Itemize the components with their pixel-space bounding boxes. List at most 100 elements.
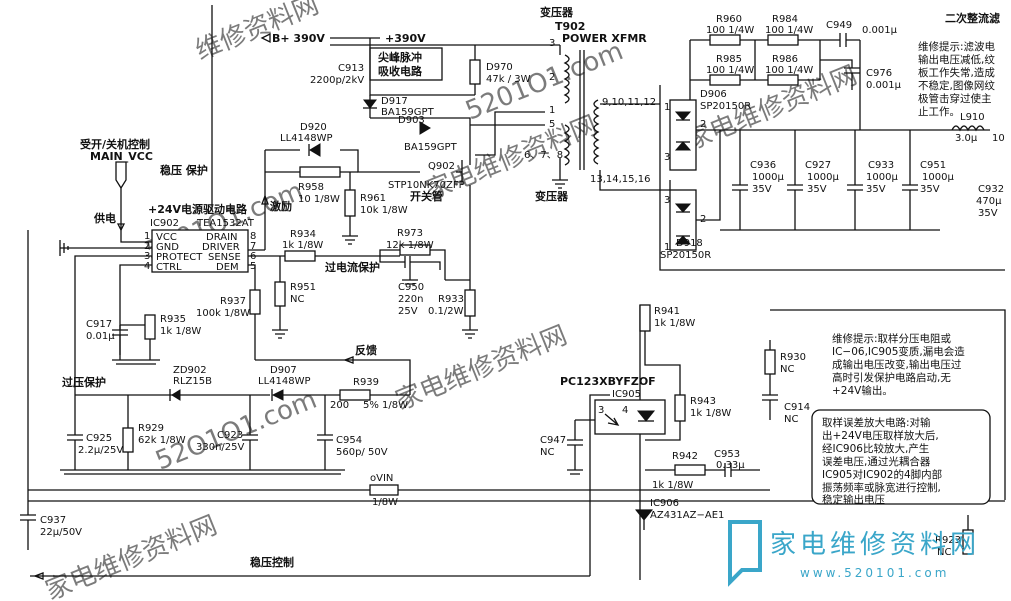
tip3-line: 取样误差放大电路:对输: [822, 416, 931, 429]
ic902-pin-protect: PROTECT: [156, 252, 203, 263]
snubber-label-1: 尖峰脉冲: [378, 50, 422, 64]
r937-ref: R937: [220, 296, 246, 307]
r930-value: NC: [780, 364, 794, 375]
ic902-part: TEA1532AT: [196, 218, 255, 229]
c953-ref: C953: [714, 449, 740, 460]
d918-value: SP20150R: [660, 250, 711, 261]
r937-value: 100k 1/8W: [196, 308, 250, 319]
pin-label: 3: [664, 195, 670, 206]
c933-value-2: 35V: [866, 184, 886, 195]
r941-ref: R941: [654, 306, 680, 317]
feedback-section: R941 1k 1/8W R943 1k 1/8W PC123XBYFZOF I…: [540, 304, 991, 558]
zd902-value: RLZ15B: [173, 376, 212, 387]
d970-value: 47k / 3W: [486, 74, 531, 85]
c933-ref: C933: [868, 160, 894, 171]
watermark: 家电维修资料网: [391, 320, 571, 416]
d970-ref: D970: [486, 62, 513, 73]
q902-value: STP10NK70ZFP: [388, 180, 465, 191]
d918-ref: D918: [676, 238, 703, 249]
site-logo: 家电维修资料网 www.520101.com: [728, 520, 980, 587]
d903-value: BA159GPT: [404, 142, 458, 153]
c913-ref: C913: [338, 63, 364, 74]
r934-resistor: [284, 250, 316, 262]
ic906-ref: IC906: [650, 498, 679, 509]
r942-value: 1k 1/8W: [652, 480, 693, 491]
r960-resistor: [709, 34, 741, 46]
c950-value-2: 25V: [398, 306, 418, 317]
ic902-pin-gnd: GND: [156, 242, 179, 253]
pin-label: 8: [250, 231, 256, 242]
tip3-line: 振荡频率或脉宽进行控制,: [822, 481, 941, 494]
r930-resistor: [764, 349, 776, 375]
overcurrent-label: 过电流保护: [325, 260, 380, 274]
logo-text: 家电维修资料网: [770, 530, 980, 560]
ic902-pin-ctrl: CTRL: [156, 262, 182, 273]
r958-ref: R958: [298, 182, 324, 193]
r929-value: 62k 1/8W: [138, 435, 186, 446]
watermark: 家电维修资料网: [41, 510, 221, 601]
overvoltage-label: 过压保护: [62, 375, 106, 389]
r985-value: 100 1/4W: [706, 65, 754, 76]
ic902-chip: [151, 229, 249, 273]
r933-resistor: [464, 289, 476, 317]
xfmr-label-1: 变压器: [540, 5, 574, 19]
r985-ref: R985: [716, 54, 742, 65]
c932-value-2: 35V: [978, 208, 998, 219]
r939-value-1: 200: [330, 400, 349, 411]
stab-control-label: 稳压控制: [250, 555, 294, 569]
ic902-pin-vcc: VCC: [156, 232, 177, 243]
r934-ref: R934: [290, 229, 316, 240]
d907-value: LL4148WP: [258, 376, 311, 387]
c947-ref: C947: [540, 435, 566, 446]
supply-label: 供电: [93, 211, 116, 225]
c947-value: NC: [540, 447, 554, 458]
d906-ref: D906: [700, 89, 727, 100]
pin-label: 2: [144, 241, 150, 252]
r986-ref: R986: [772, 54, 798, 65]
r951-resistor: [274, 281, 286, 307]
r943-value: 1k 1/8W: [690, 408, 731, 419]
r930-ref: R930: [780, 352, 806, 363]
r984-value: 100 1/4W: [765, 25, 813, 36]
c933-value-1: 1000μ: [866, 172, 898, 183]
plus390-label: +390V: [385, 32, 426, 45]
zd902-ref: ZD902: [173, 365, 207, 376]
tip3-line: 稳定输出电压: [822, 493, 885, 506]
c927-value-2: 35V: [807, 184, 827, 195]
c923-ref: C923: [217, 430, 243, 441]
snubber-block: [369, 47, 443, 81]
r984-resistor: [767, 34, 799, 46]
c914-ref: C914: [784, 402, 810, 413]
drive-circuit-label: +24V电源驱动电路: [148, 202, 248, 216]
r934-value: 1k 1/8W: [282, 240, 323, 251]
tip2-line: 成输出电压改变,输出电压过: [832, 358, 962, 371]
r941-value: 1k 1/8W: [654, 318, 695, 329]
r923-ref: R923: [935, 535, 961, 546]
r939-resistor: [339, 389, 371, 401]
pc-ref: PC123XBYFZOF: [560, 375, 656, 388]
pin-label: 5: [250, 261, 256, 272]
r939-ref: R939: [353, 377, 379, 388]
feedback-label: 反馈: [355, 343, 377, 357]
tip3-line: 经IC906比较放大,产生: [822, 442, 929, 455]
r942-ref: R942: [672, 451, 698, 462]
tip1-line: 板工作失常,造成: [918, 66, 995, 79]
ic902-pin-dem: DEM: [216, 262, 239, 273]
c936-ref: C936: [750, 160, 776, 171]
pin-label: 9,10,11,12: [602, 97, 656, 108]
tip3-box: [811, 409, 991, 505]
tip3-line: 误差电压,通过光耦合器: [822, 455, 931, 468]
d903-ref: D903: [398, 115, 425, 126]
c949-ref: C949: [826, 20, 852, 31]
tip3-line: 出+24V电压取样放大后,: [822, 429, 939, 442]
tip2-line: IC−06,IC905变质,漏电会造: [832, 345, 965, 358]
r942-resistor: [674, 464, 706, 476]
c923-value: 330n/25V: [196, 442, 245, 453]
pin-label: 1: [144, 231, 150, 242]
c917-value: 0.01μ: [86, 331, 115, 342]
c936-value-1: 1000μ: [752, 172, 784, 183]
pin-label: 1: [549, 105, 555, 116]
c954-ref: C954: [336, 435, 362, 446]
r973-ref: R973: [397, 228, 423, 239]
